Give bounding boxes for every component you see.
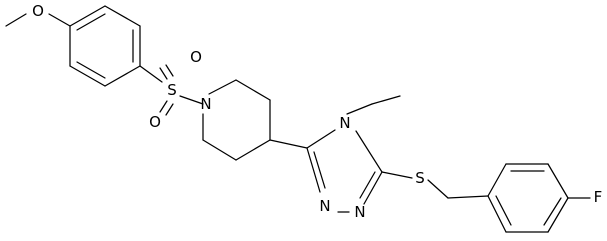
methoxy-group bbox=[5, 13, 71, 27]
atom-n-piperidine: N bbox=[200, 95, 211, 113]
atom-n-triazole-4: N bbox=[339, 114, 350, 132]
atom-n-triazole-2: N bbox=[354, 203, 365, 221]
atom-o-methoxy: O bbox=[32, 2, 44, 20]
atom-s-thioether: S bbox=[415, 169, 425, 187]
atom-o-sulfonyl-top: O bbox=[190, 48, 202, 66]
thioether-linker bbox=[381, 171, 489, 199]
piperidine-ring bbox=[202, 79, 308, 161]
ethyl-group bbox=[346, 95, 401, 115]
triazole-ring bbox=[306, 129, 383, 213]
atom-s-sulfonyl: S bbox=[167, 81, 177, 99]
atom-o-sulfonyl-bottom: O bbox=[149, 113, 161, 131]
sulfonyl-group bbox=[139, 64, 204, 116]
atom-n-triazole-1: N bbox=[319, 197, 330, 215]
methoxyphenyl-ring bbox=[69, 5, 141, 87]
fluorophenyl-ring bbox=[487, 163, 591, 233]
atom-fluorine: F bbox=[594, 188, 603, 206]
